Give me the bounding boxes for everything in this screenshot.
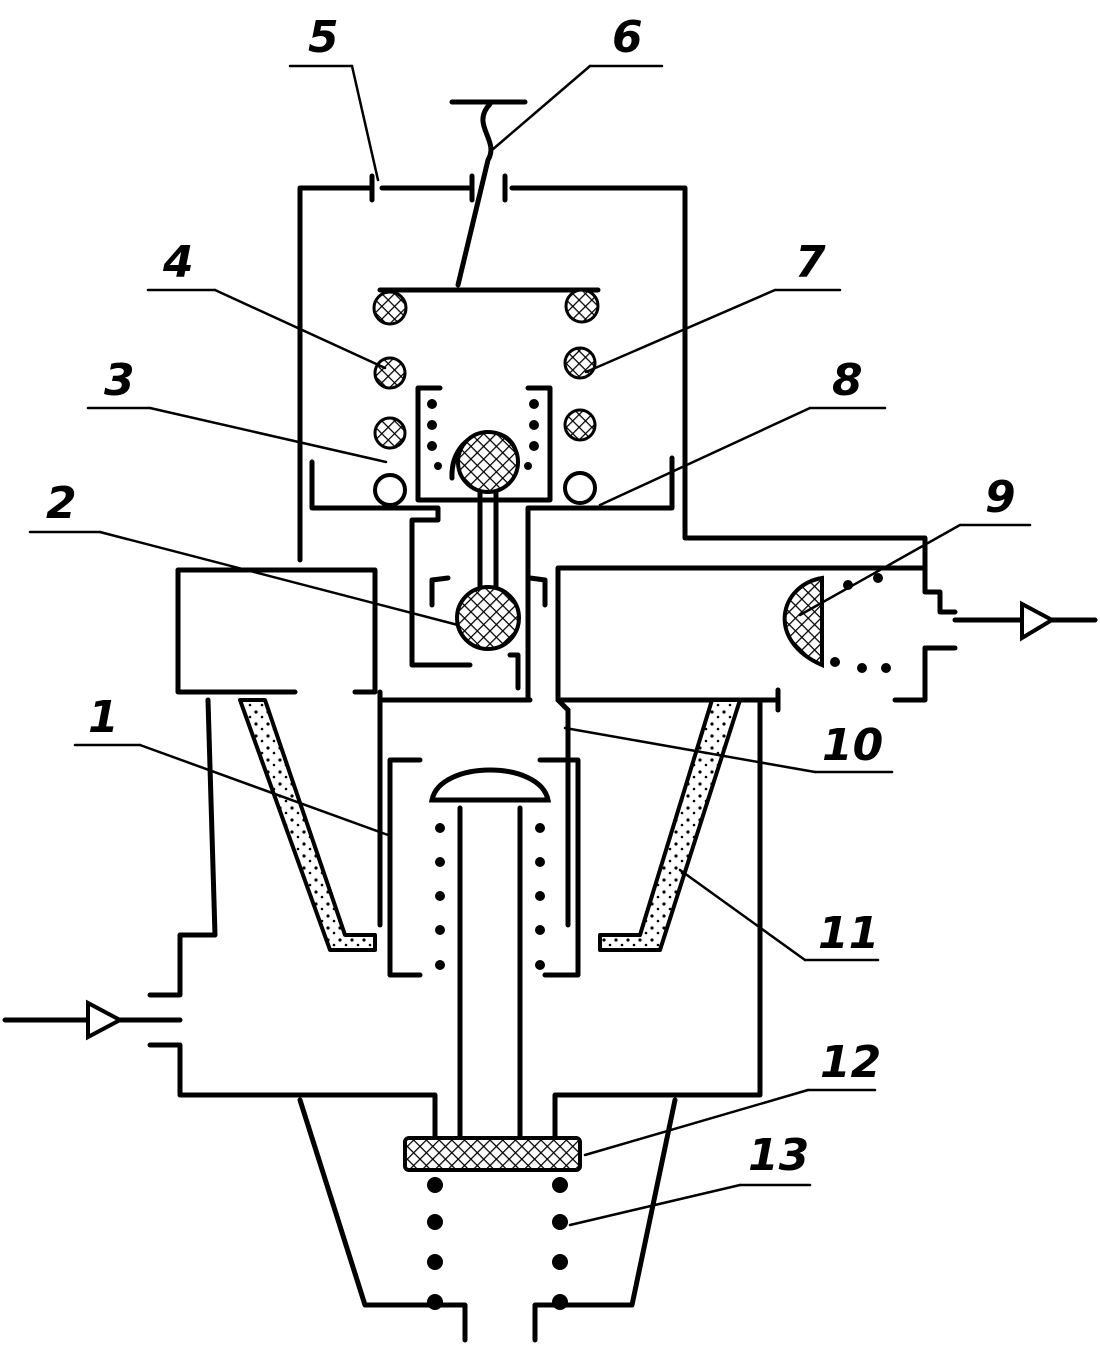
outlet-arrow	[952, 600, 1098, 642]
left-chamber-block	[175, 567, 383, 928]
main-spring	[373, 346, 597, 507]
label-8: 8	[832, 355, 863, 406]
label-6: 6	[612, 12, 643, 63]
label-2: 2	[46, 478, 77, 529]
label-9: 9	[985, 472, 1016, 523]
top-housing	[297, 173, 928, 595]
lower-body	[147, 697, 763, 1143]
part-labels: 5 6 4 7 3 8 2 9 1 10 11 12 13	[46, 12, 1016, 1181]
inlet-arrow	[2, 999, 183, 1041]
label-10: 10	[822, 720, 883, 771]
label-1: 1	[88, 692, 119, 743]
outlet-valve	[782, 573, 891, 673]
label-7: 7	[795, 237, 826, 288]
adjusting-rod	[449, 99, 528, 288]
label-12: 12	[820, 1037, 881, 1088]
label-3: 3	[104, 355, 135, 406]
upper-spring-plate	[372, 287, 601, 326]
diaphragm-membranes	[238, 698, 742, 952]
exhaust-valve	[297, 1097, 678, 1343]
diaphragm-plate	[309, 455, 675, 703]
label-5: 5	[308, 12, 339, 63]
label-13: 13	[748, 1130, 809, 1181]
valve-cup	[415, 385, 553, 651]
piston	[387, 757, 581, 1141]
label-4: 4	[162, 237, 194, 288]
label-11: 11	[818, 908, 879, 959]
leader-lines	[28, 64, 1032, 1227]
